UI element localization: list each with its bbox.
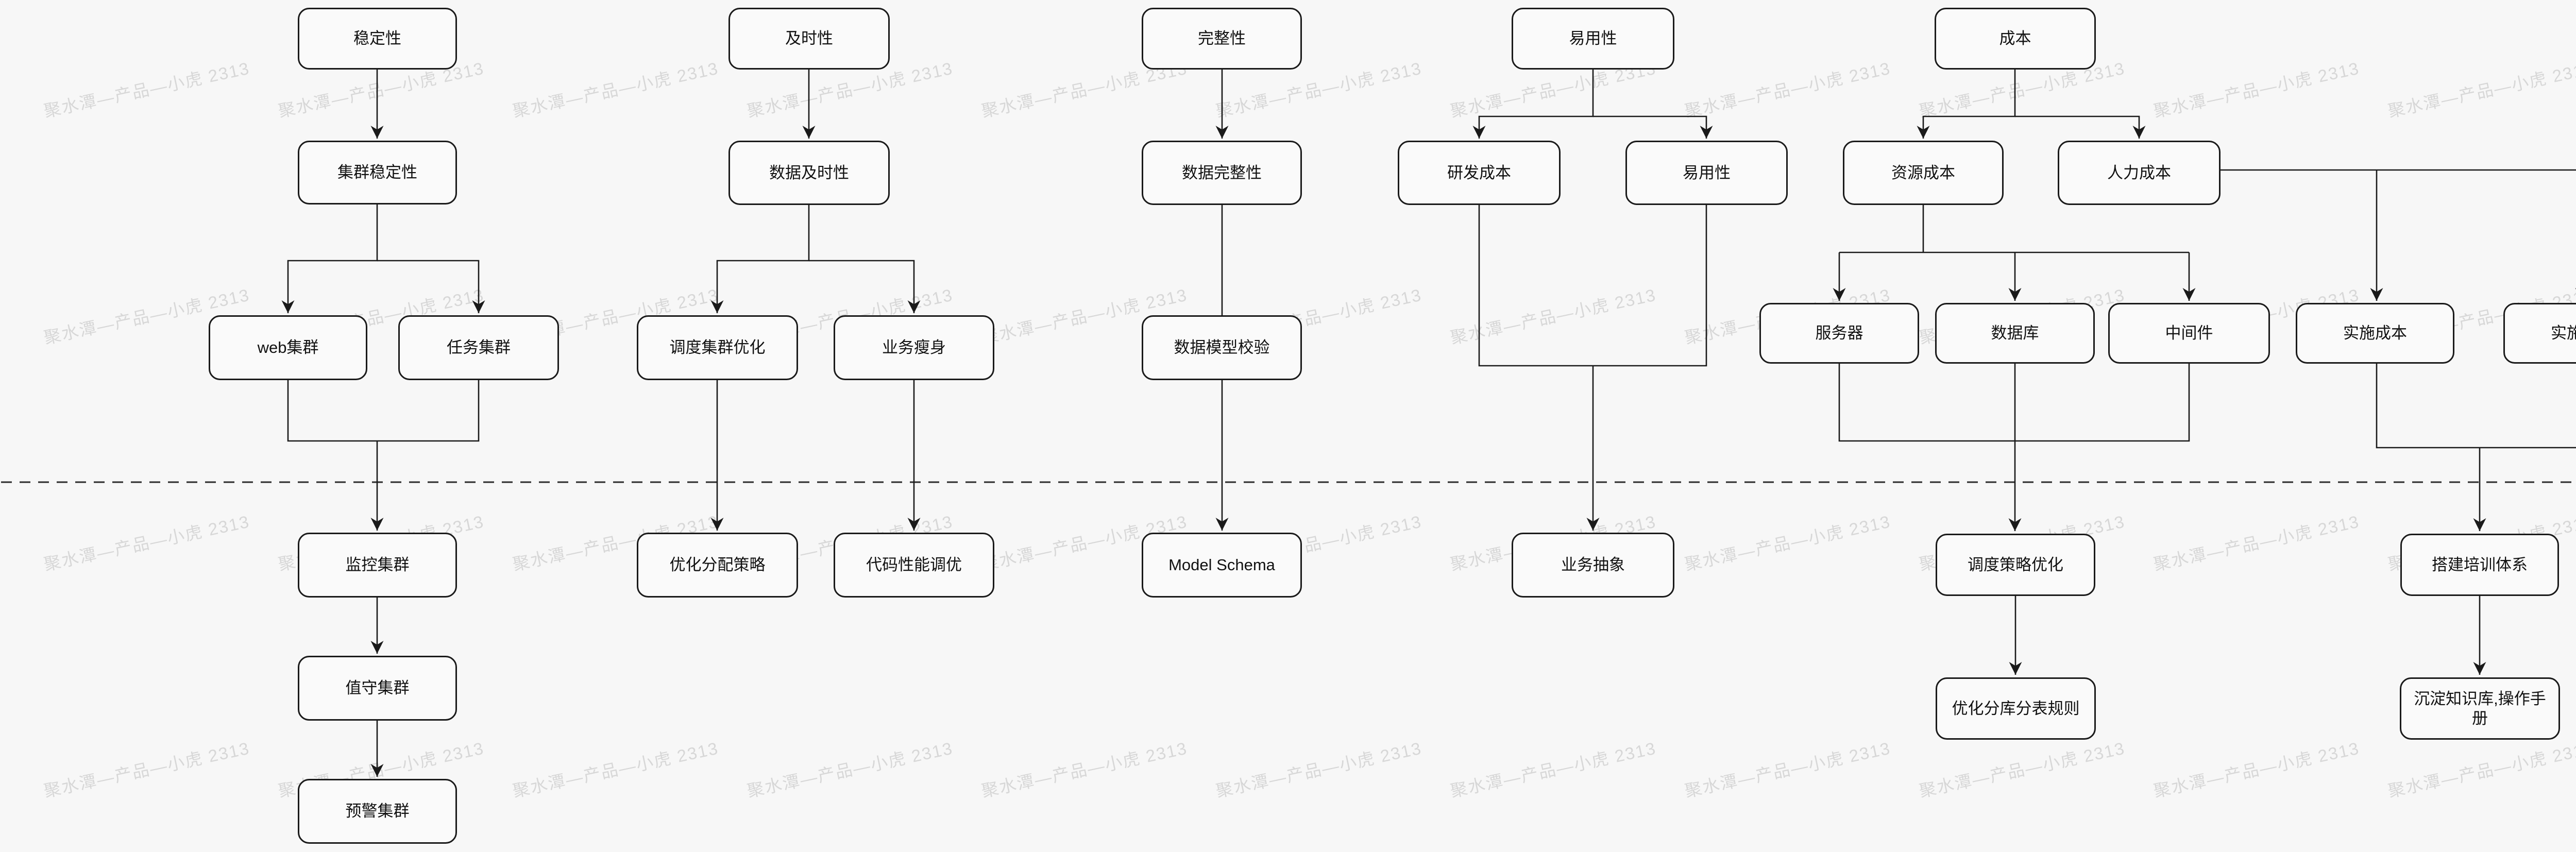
connector-cost-labor bbox=[2015, 115, 2146, 139]
connector-data-bizslim bbox=[809, 260, 921, 313]
node-usability-root[interactable]: 易用性 bbox=[1512, 8, 1674, 70]
node-rd-cost[interactable]: 研发成本 bbox=[1398, 141, 1561, 205]
node-biz-abstraction[interactable]: 业务抽象 bbox=[1512, 533, 1674, 598]
node-model-schema[interactable]: Model Schema bbox=[1142, 533, 1302, 598]
node-database[interactable]: 数据库 bbox=[1935, 303, 2095, 364]
node-opt-sharding-rules[interactable]: 优化分库分表规则 bbox=[1936, 677, 2096, 740]
node-impl-cost-1[interactable]: 实施成本 bbox=[2296, 303, 2454, 364]
node-duty-cluster[interactable]: 值守集群 bbox=[298, 656, 457, 721]
node-knowledge-manual[interactable]: 沉淀知识库,操作手册 bbox=[2400, 677, 2560, 740]
connector-rdcost-sub-merge bbox=[1478, 205, 1707, 367]
node-sched-strategy-opt[interactable]: 调度策略优化 bbox=[1936, 534, 2095, 596]
node-usability-child[interactable]: 易用性 bbox=[1625, 141, 1788, 205]
node-resource-cost[interactable]: 资源成本 bbox=[1843, 141, 2004, 205]
node-sched-cluster-opt[interactable]: 调度集群优化 bbox=[637, 315, 798, 380]
node-cluster-stability[interactable]: 集群稳定性 bbox=[298, 141, 457, 205]
node-monitor-cluster[interactable]: 监控集群 bbox=[298, 533, 457, 598]
node-labor-cost[interactable]: 人力成本 bbox=[2058, 141, 2221, 205]
connector-cost-resource bbox=[1917, 70, 2016, 139]
node-impl-cost-2[interactable]: 实施成本 bbox=[2503, 303, 2576, 364]
node-biz-slim[interactable]: 业务瘦身 bbox=[834, 315, 994, 380]
node-middleware[interactable]: 中间件 bbox=[2108, 303, 2270, 364]
connector-web-task-merge bbox=[287, 380, 480, 442]
node-cost[interactable]: 成本 bbox=[1935, 8, 2096, 70]
node-web-cluster[interactable]: web集群 bbox=[209, 315, 367, 380]
node-data-model-check[interactable]: 数据模型校验 bbox=[1142, 315, 1302, 380]
node-stability[interactable]: 稳定性 bbox=[298, 8, 457, 70]
connector-usability-rdcost bbox=[1472, 70, 1594, 139]
node-task-cluster[interactable]: 任务集群 bbox=[398, 315, 559, 380]
node-data-timeliness[interactable]: 数据及时性 bbox=[728, 141, 890, 205]
connector-impl-merge bbox=[2376, 364, 2576, 449]
connector-cluster-task bbox=[377, 260, 485, 313]
connector-cluster-web bbox=[281, 205, 378, 313]
node-opt-alloc-strategy[interactable]: 优化分配策略 bbox=[637, 533, 798, 598]
node-timeliness[interactable]: 及时性 bbox=[728, 8, 890, 70]
node-server[interactable]: 服务器 bbox=[1759, 303, 1919, 364]
connector-data-schedopt bbox=[710, 205, 810, 313]
connector-server-middleware-merge bbox=[1838, 364, 2190, 442]
node-training-system[interactable]: 搭建培训体系 bbox=[2400, 534, 2559, 596]
node-code-perf-tuning[interactable]: 代码性能调优 bbox=[834, 533, 994, 598]
node-completeness[interactable]: 完整性 bbox=[1142, 8, 1302, 70]
node-alert-cluster[interactable]: 预警集群 bbox=[298, 779, 457, 844]
node-data-completeness[interactable]: 数据完整性 bbox=[1142, 141, 1302, 205]
connector-usability-sub bbox=[1593, 115, 1713, 139]
